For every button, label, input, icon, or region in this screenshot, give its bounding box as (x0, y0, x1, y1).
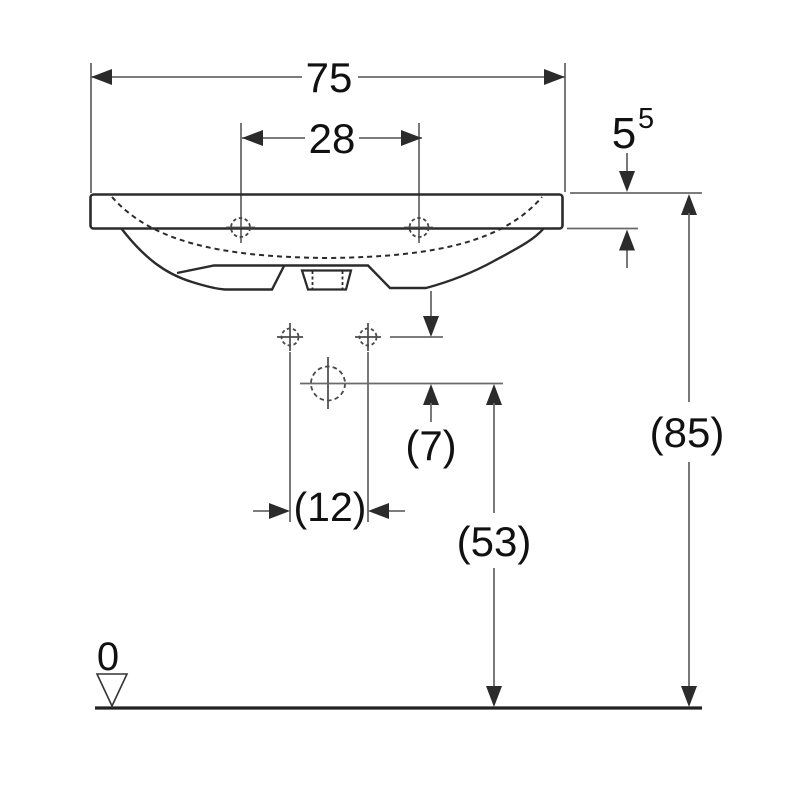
datum-triangle-icon (95, 673, 129, 708)
dim-rim-height-label: 5 (612, 109, 636, 158)
dim-tap-hole-spacing: 28 (240, 115, 422, 243)
dim-fixing-spacing-label: (12) (294, 484, 367, 530)
arrowhead-right-icon (544, 69, 565, 85)
fixing-holes (277, 323, 381, 409)
dim-overall-height-label: (85) (650, 409, 725, 456)
basin-bowl-left (120, 227, 286, 291)
dim-drain-offset: (7) (300, 291, 503, 469)
dim-drain-offset-label: (7) (405, 422, 456, 469)
basin-bowl-right (176, 227, 545, 290)
arrowhead-down-icon (486, 686, 502, 707)
arrowhead-down-icon (681, 686, 697, 707)
fixing-hole-right-circle (358, 327, 378, 347)
dim-trap-height: (53) (457, 384, 532, 707)
dim-rim-height: 5 5 (567, 103, 702, 268)
dim-total-width: 75 (90, 54, 566, 193)
arrowhead-left-icon (242, 130, 263, 146)
arrowhead-left-icon (368, 503, 389, 519)
arrowhead-down-icon (619, 171, 635, 192)
datum: 0 (95, 635, 702, 710)
dim-trap-height-label: (53) (457, 518, 532, 565)
basin-rim (89, 193, 564, 230)
arrowhead-right-icon (401, 130, 422, 146)
arrowhead-up-icon (486, 384, 502, 405)
arrowhead-up-icon (619, 229, 635, 251)
dim-overall-height: (85) (650, 194, 725, 707)
drain-box (300, 269, 353, 291)
arrowhead-down-icon (423, 316, 439, 337)
arrowhead-up-icon (681, 194, 697, 215)
basin-inner-edge-dashed (111, 196, 543, 260)
arrowhead-left-icon (91, 69, 112, 85)
dim-tap-spacing-label: 28 (309, 115, 356, 162)
datum-level-label: 0 (97, 635, 119, 679)
arrowhead-up-icon (423, 384, 439, 405)
washbasin-outline (89, 193, 564, 291)
dim-rim-height-superscript: 5 (638, 103, 654, 135)
tap-holes (226, 217, 433, 238)
dim-fixing-spacing: (12) (253, 352, 405, 530)
arrowhead-right-icon (269, 503, 290, 519)
dim-total-width-label: 75 (306, 54, 353, 101)
fixing-hole-left-circle (280, 327, 300, 347)
